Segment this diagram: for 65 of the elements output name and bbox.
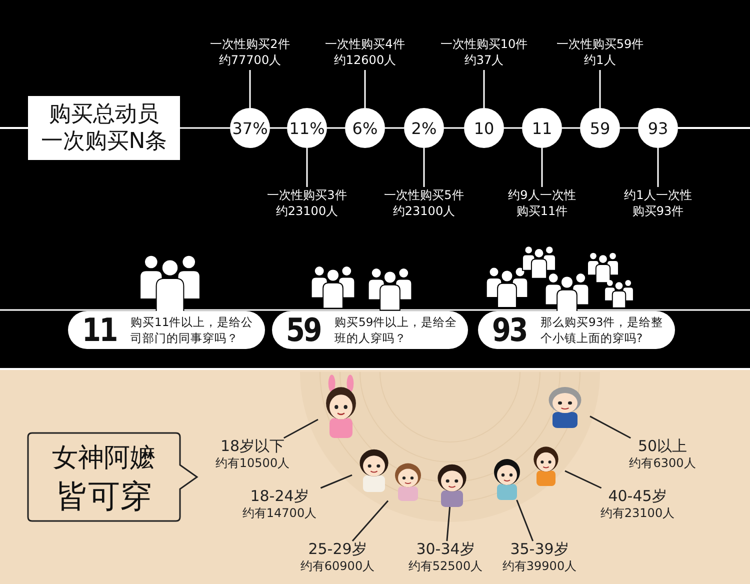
count-label: 约9人一次性购买11件: [507, 187, 577, 219]
heading-text: 购买总动员: [49, 101, 159, 128]
count-label: 约有14700人: [241, 505, 318, 522]
count-label: 约有10500人: [214, 455, 291, 472]
age-label: 18-24岁: [249, 488, 310, 505]
count-label: 约有60900人: [299, 558, 376, 575]
purchase-label: 一次性购买3件: [266, 187, 348, 203]
leader-line: [320, 474, 352, 489]
leader-line: [270, 127, 287, 129]
leader-line: [180, 127, 230, 129]
purchase-label: 一次性购买5件: [383, 187, 465, 203]
count-label: 约77700人: [218, 52, 282, 68]
leader-line: [657, 148, 659, 187]
question-text: 购买11件以上，是给公司部门的同事穿吗？: [130, 314, 254, 346]
purchase-label: 一次性购买2件: [209, 36, 291, 52]
heading-text: 一次购买N条: [40, 128, 168, 155]
count-label: 约23100人: [392, 203, 456, 219]
question-text: 那么购买93件，是给整个小镇上面的穿吗?: [540, 314, 664, 346]
heading-text: 女神阿嬷: [52, 442, 156, 475]
age-label: 35-39岁: [509, 541, 570, 558]
caption-pill: [68, 311, 265, 349]
count-label: 约12600人: [332, 52, 398, 68]
count-label: 约37人: [463, 52, 505, 68]
age-label: 50以上: [636, 438, 688, 455]
leader-line: [249, 70, 251, 108]
purchase-label: 一次性购买59件: [555, 36, 645, 52]
caption-pill: [478, 311, 675, 349]
leader-line: [327, 127, 345, 129]
age-label: 25-29岁: [307, 541, 368, 558]
count-label: 约1人一次性购买93件: [623, 187, 693, 219]
leader-line: [541, 148, 543, 187]
leader-line: [283, 418, 318, 439]
leader-line: [483, 70, 485, 108]
leader-line: [364, 70, 366, 108]
big-number: 59: [286, 311, 320, 349]
age-label: 40-45岁: [607, 488, 668, 505]
purchase-label: 一次性购买10件: [439, 36, 529, 52]
leader-line: [423, 148, 425, 187]
leader-line: [444, 127, 464, 129]
count-label: 约有52500人: [407, 558, 484, 575]
leader-line: [516, 500, 534, 542]
leader-line: [590, 416, 631, 439]
leader-line: [620, 127, 638, 129]
count-label: 约有6300人: [628, 455, 697, 472]
count-label: 约有23100人: [599, 505, 676, 522]
caption-pill: [272, 311, 468, 349]
leader-line: [599, 70, 601, 108]
leader-line: [562, 127, 580, 129]
age-label: 30-34岁: [415, 541, 476, 558]
heading-text: 皆可穿: [56, 477, 152, 515]
count-label: 约有39900人: [501, 558, 578, 575]
leader-line: [504, 127, 522, 129]
big-number: 93: [492, 311, 526, 349]
title-box: [28, 96, 180, 160]
leader-line: [564, 470, 602, 489]
leader-line: [306, 148, 308, 187]
age-label: 18岁以下: [219, 438, 286, 455]
count-label: 约1人: [583, 52, 617, 68]
count-label: 约23100人: [274, 203, 340, 219]
leader-line: [352, 500, 389, 542]
question-text: 购买59件以上，是给全班的人穿吗？: [334, 314, 458, 346]
leader-line: [446, 506, 451, 542]
purchase-label: 一次性购买4件: [324, 36, 406, 52]
leader-line: [385, 127, 404, 129]
big-number: 11: [82, 311, 116, 349]
